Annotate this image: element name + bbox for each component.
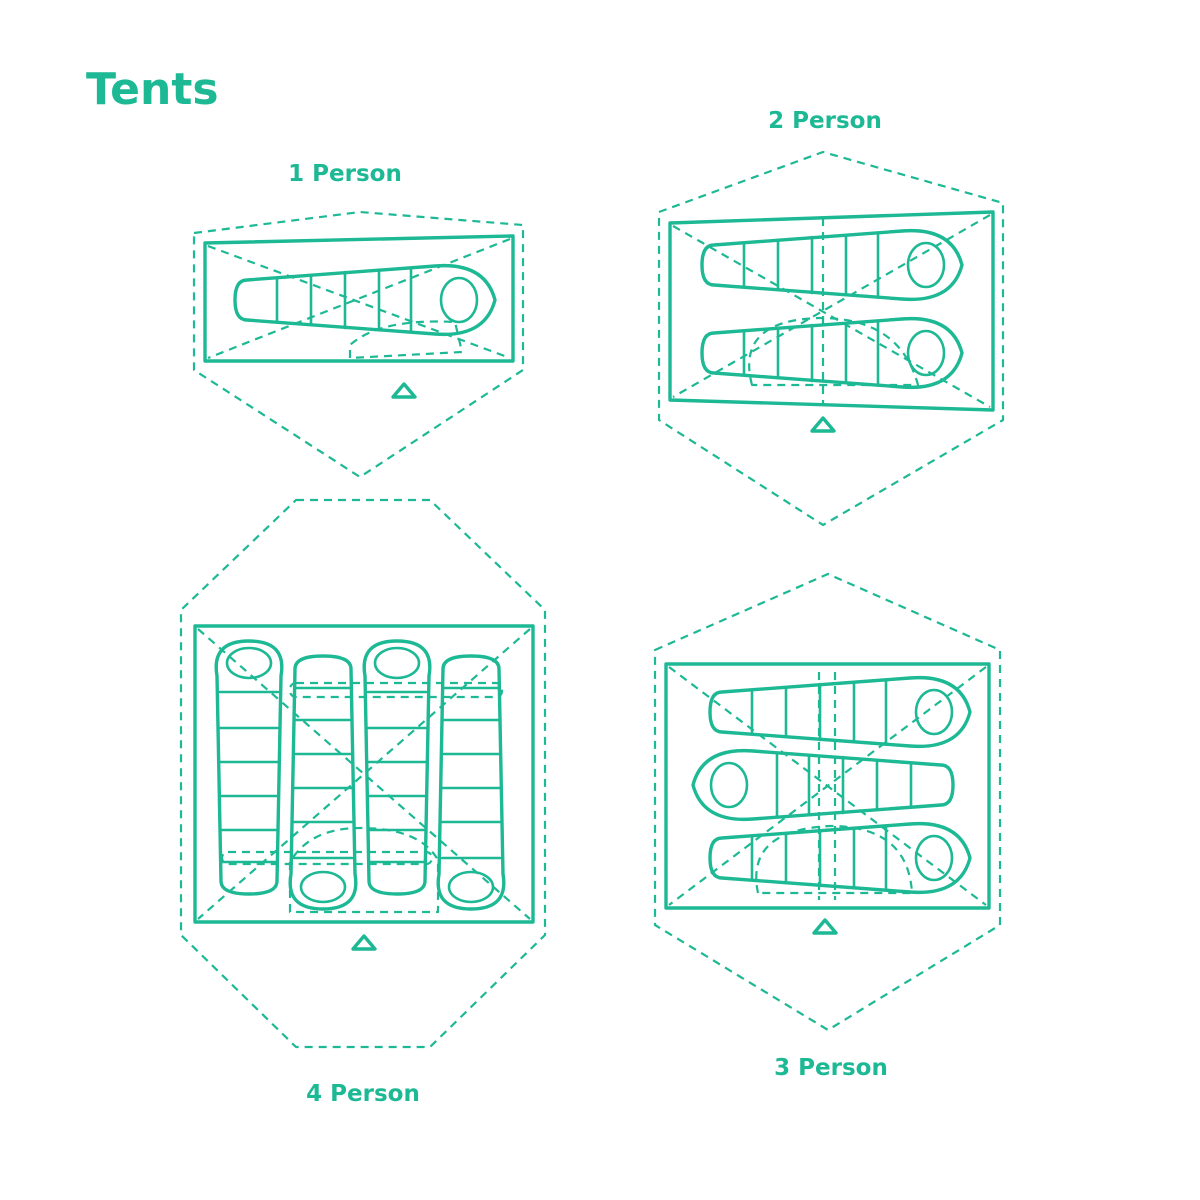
triangle-door-icon: [351, 934, 377, 951]
tent-1-person: 1 Person: [192, 161, 525, 479]
sleeping-bag-icon: [708, 675, 972, 749]
sleeping-bag-icon: [700, 316, 964, 390]
sleeping-bag-icon: [700, 228, 964, 302]
sleeping-bag-icon: [233, 263, 497, 337]
tent-3-person: 3 Person: [653, 572, 1002, 1081]
triangle-door-icon: [810, 416, 836, 433]
tent-floor: [193, 624, 535, 924]
tent-label-1-person: 1 Person: [288, 161, 402, 187]
tent-4-person: 4 Person: [179, 498, 547, 1107]
sleeping-pad-outline: [748, 316, 920, 387]
sleeping-bag-icon: [214, 639, 284, 896]
floor-diagonals: [672, 214, 991, 408]
tent-floor: [668, 210, 995, 412]
tent-2-person: 2 Person: [657, 108, 1005, 527]
triangle-door-icon: [391, 382, 417, 399]
tent-label-3-person: 3 Person: [774, 1055, 888, 1081]
tent-label-2-person: 2 Person: [768, 108, 882, 134]
sleeping-bag-icon: [436, 654, 506, 911]
sleeping-pad-outline: [348, 320, 464, 360]
rainfly-outline: [179, 498, 547, 1049]
rainfly-outline: [192, 210, 525, 479]
sleeping-bag-icon: [691, 748, 955, 822]
triangle-door-icon: [812, 918, 838, 935]
tent-floor: [664, 662, 991, 910]
rainfly-outline: [657, 150, 1005, 527]
sleeping-pad-outline: [755, 824, 914, 895]
rainfly-outline: [653, 572, 1002, 1032]
floor-diagonals: [207, 237, 511, 360]
tent-label-4-person: 4 Person: [306, 1081, 420, 1107]
page-title: Tents: [86, 64, 219, 115]
floor-diagonals: [668, 666, 987, 906]
sleeping-bag-icon: [708, 821, 972, 895]
sleeping-pad-outlines: [220, 681, 504, 914]
tent-floor: [203, 234, 515, 363]
diagram-ink: Tents 1 Person 2 Person: [86, 64, 1005, 1107]
sleeping-bag-icon: [288, 654, 358, 911]
sleeping-bag-icon: [362, 639, 432, 896]
